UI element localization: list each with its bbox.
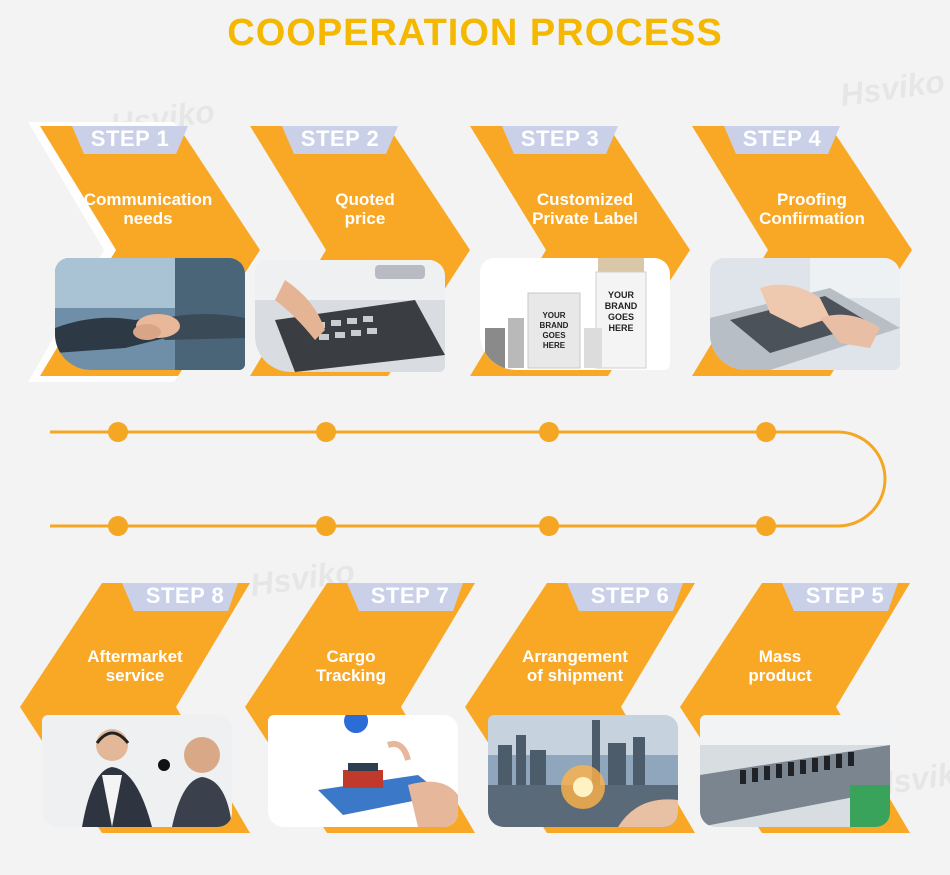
laptop-typing-image: [710, 258, 900, 370]
watermark: Hsviko: [837, 62, 947, 114]
timeline-dot: [539, 422, 559, 442]
timeline-dot: [316, 422, 336, 442]
step-label: STEP 5: [805, 583, 885, 608]
timeline-dot: [108, 422, 128, 442]
svg-text:BRAND: BRAND: [540, 321, 569, 330]
page-title: COOPERATION PROCESS: [227, 12, 723, 54]
calculator-image: [255, 260, 445, 372]
step-label: STEP 6: [590, 583, 670, 608]
handshake-image: [55, 258, 245, 370]
timeline-dot: [108, 516, 128, 536]
step-label: STEP 8: [145, 583, 225, 608]
step-label: STEP 2: [300, 126, 380, 151]
timeline-dot: [756, 422, 776, 442]
phone-map-pin-image: [268, 715, 458, 827]
production-line-image: [700, 715, 890, 827]
svg-text:HERE: HERE: [543, 341, 566, 350]
timeline-dot: [756, 516, 776, 536]
svg-text:GOES: GOES: [542, 331, 566, 340]
packaging-image: YOUR BRAND GOES HERE YOUR BRAND GOES HER…: [480, 258, 670, 370]
timeline-path: [50, 430, 887, 528]
step-label: STEP 4: [742, 126, 822, 151]
svg-text:YOUR: YOUR: [608, 290, 635, 300]
svg-text:HERE: HERE: [608, 323, 633, 333]
svg-text:BRAND: BRAND: [605, 301, 638, 311]
step-label: STEP 3: [520, 126, 600, 151]
timeline-dot: [539, 516, 559, 536]
svg-text:YOUR: YOUR: [542, 311, 565, 320]
step-label: STEP 1: [90, 126, 170, 151]
call-center-image: [42, 715, 232, 827]
step-label: STEP 7: [370, 583, 450, 608]
city-logistics-image: [488, 715, 678, 827]
timeline-dot: [316, 516, 336, 536]
svg-text:GOES: GOES: [608, 312, 634, 322]
process-timeline: [50, 422, 887, 536]
